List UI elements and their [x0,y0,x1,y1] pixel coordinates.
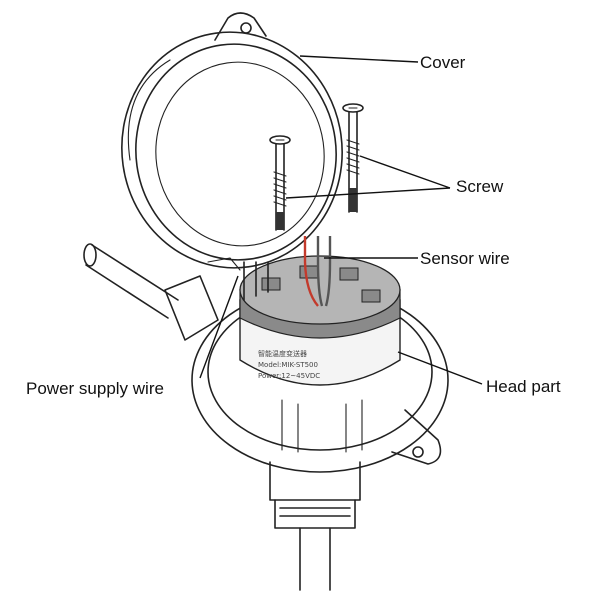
label-screw: Screw [456,177,504,196]
callout-lines [199,55,483,385]
cover-inner-rim [135,43,337,261]
terminal-4 [361,289,381,303]
housing [83,243,449,591]
sensor-wires [303,236,332,307]
label-head-part: Head part [486,377,561,396]
screw-left-thread [273,171,287,207]
transmitter-module: 智能温度变送器 Model:MIK-ST500 Power:12~45VDC [239,255,401,386]
label-power-supply-wire: Power supply wire [26,379,164,398]
housing-ear [391,409,442,465]
label-sensor-wire: Sensor wire [420,249,510,268]
cover-window [155,61,325,247]
conduit-end [83,243,97,267]
callout-power-supply-wire [199,275,239,379]
screw-left [269,135,291,231]
cover-shade-line [127,59,171,161]
probe-stem [299,527,331,591]
power-supply-wires [243,261,269,301]
mounting-thread [274,499,356,529]
power-supply-wire-leads [243,261,269,301]
cover [121,12,343,271]
screw-right [342,103,364,213]
screw-right-thread [346,139,360,175]
conduit-pipe [85,244,179,319]
terminal-3 [339,267,359,281]
sensor-wire-red [303,236,319,307]
screw-right-head [342,103,364,113]
terminal-1 [261,277,281,291]
labels: Cover Screw Sensor wire Power supply wir… [26,53,561,398]
cover-latch [207,257,241,271]
module-print-line1: 智能温度变送器 [258,349,307,358]
callout-cover [299,55,419,63]
sensor-wire-grey-1 [316,236,324,307]
housing-neck [269,461,361,501]
cable-gland [164,275,219,341]
callout-head-part [397,351,483,385]
cover-outer-rim [121,31,343,269]
module-print-line2: Model:MIK-ST500 [258,361,318,369]
terminal-2 [299,265,319,279]
screw-left-tip [276,212,284,230]
housing-ear-hole [412,446,424,458]
label-cover: Cover [420,53,466,72]
module-print-line3: Power:12~45VDC [258,372,320,380]
cover-hinge-hole [240,22,252,34]
screw-right-tip [349,188,357,212]
internal-posts [281,399,363,453]
cover-hinge-tab [214,12,267,41]
screw-left-head [269,135,291,145]
sensor-wire-grey-2 [324,236,332,307]
callout-screw [285,155,451,199]
